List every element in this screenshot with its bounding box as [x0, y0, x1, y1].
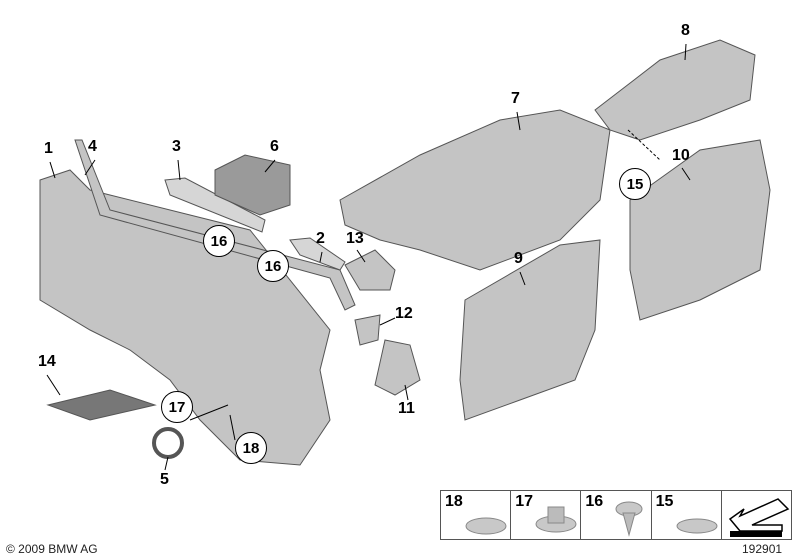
part-bulkhead: [39, 169, 331, 466]
part-9: [459, 239, 601, 421]
callout-12: 12: [395, 305, 413, 322]
part-13: [344, 249, 396, 291]
circled-callout-18: 18: [235, 432, 267, 464]
circled-callout-17: 17: [161, 391, 193, 423]
callout-11: 11: [398, 400, 415, 417]
callout-4: 4: [88, 138, 97, 155]
legend-item-16: 16: [581, 491, 652, 539]
callout-13: 13: [346, 230, 364, 247]
callout-8: 8: [681, 22, 690, 39]
legend-item-15: 15: [652, 491, 722, 539]
legend-item-18: 18: [441, 491, 512, 539]
callout-5: 5: [160, 471, 169, 488]
part-box-6: [214, 154, 291, 216]
legend-item-17: 17: [511, 491, 582, 539]
circled-callout-16: 16: [203, 225, 235, 257]
copyright: © 2009 BMW AG: [6, 542, 98, 556]
part-11: [374, 339, 421, 396]
part-strip-4: [74, 139, 356, 311]
diagram-number: 192901: [742, 542, 783, 556]
callout-1: 1: [44, 140, 53, 157]
part-8: [594, 39, 756, 141]
arrow-icon: [722, 491, 791, 539]
callout-6: 6: [270, 138, 279, 155]
callout-10: 10: [672, 147, 690, 164]
part-5: [152, 427, 184, 459]
callout-7: 7: [511, 90, 520, 107]
callout-14: 14: [38, 353, 56, 370]
part-strip-3: [164, 177, 266, 233]
callout-3: 3: [172, 138, 181, 155]
callout-9: 9: [514, 250, 523, 267]
circled-callout-16: 16: [257, 250, 289, 282]
part-strip-2: [289, 237, 346, 271]
part-14: [46, 389, 157, 421]
fastener-legend: 18 17 16 15: [440, 490, 792, 540]
circled-callout-15: 15: [619, 168, 651, 200]
part-7: [339, 109, 611, 271]
part-10: [629, 139, 771, 321]
part-12: [354, 314, 381, 346]
callout-2: 2: [316, 230, 325, 247]
